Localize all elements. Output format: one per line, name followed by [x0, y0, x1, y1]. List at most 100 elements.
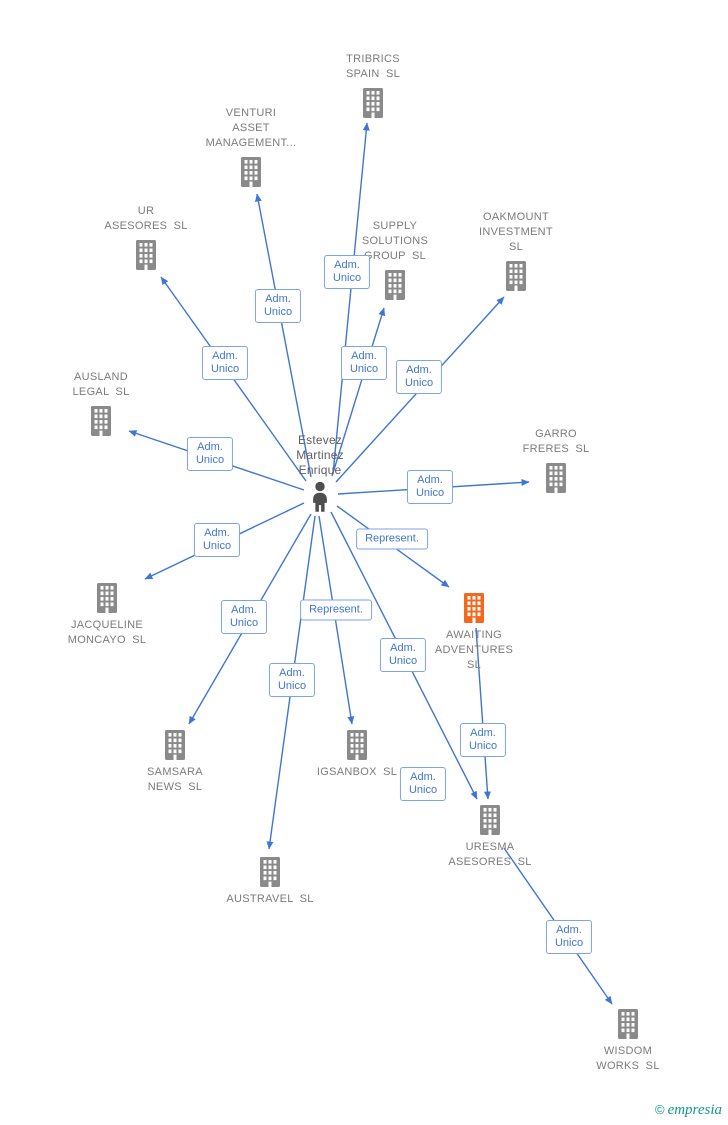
company-node-oakmount-investment-sl[interactable]	[503, 261, 530, 291]
company-label-line: TRIBRICS	[346, 53, 400, 65]
relationship-badge-adm-unico-1: Adm.Unico	[399, 767, 447, 801]
relationship-badge-adm-unico: Adm.Unico	[220, 600, 268, 634]
person-name-line: Martinez	[296, 448, 344, 462]
company-node-garro-freres-sl[interactable]	[543, 463, 570, 493]
company-node-jacqueline-moncayo-sl[interactable]	[94, 583, 121, 613]
relationship-badge-adm-unico: Adm.Unico	[186, 437, 234, 471]
badge-label-line: Adm.	[351, 350, 377, 362]
building-icon	[506, 261, 526, 291]
person-node-estevez-martinez-enrique[interactable]	[307, 481, 334, 513]
badge-label-line: Adm.	[406, 364, 432, 376]
company-label-awaiting-adventures-sl[interactable]: AWAITING ADVENTURES SL	[435, 628, 513, 673]
badge-label-line: Adm.	[231, 604, 257, 616]
company-label-line: URESMA	[465, 841, 515, 853]
badge-label-line: Represent.	[365, 532, 419, 545]
badge-label-line: Adm.	[390, 642, 416, 654]
badge-label-line: Unico	[554, 937, 584, 949]
company-label-line: VENTURI	[225, 107, 277, 119]
badge-label-line: Unico	[349, 363, 379, 375]
building-icon	[546, 463, 566, 493]
building-icon	[464, 593, 484, 623]
badge-label-line: Adm.	[265, 293, 291, 305]
badge-label-line: Adm.	[417, 474, 443, 486]
relationship-badge-represent: Represent.	[356, 528, 428, 550]
relationship-badge-adm-unico: Adm.Unico	[201, 346, 249, 380]
badge-label-line: Unico	[388, 655, 418, 667]
company-label-line: MONCAYO SL	[67, 634, 147, 646]
relationship-badge-adm-unico: Adm.Unico	[545, 920, 593, 954]
building-icon	[241, 157, 261, 187]
badge-label-line: Adm.	[212, 350, 238, 362]
building-icon	[618, 1009, 638, 1039]
building-icon	[91, 406, 111, 436]
company-label-line: ASESORES SL	[448, 856, 532, 868]
company-label-line: ASSET	[232, 122, 270, 134]
building-icon	[480, 805, 500, 835]
company-node-samsara-news-sl[interactable]	[162, 730, 189, 760]
company-node-supply-solutions-group-sl[interactable]	[382, 270, 409, 300]
relationship-badge-adm-unico: Adm.Unico	[268, 663, 316, 697]
company-label-austravel-sl[interactable]: AUSTRAVEL SL	[226, 892, 313, 907]
badge-label-line: Represent.	[309, 603, 363, 616]
company-label-line: GROUP SL	[363, 250, 427, 262]
company-label-line: IGSANBOX SL	[316, 766, 398, 778]
company-label-uresma-asesores-sl[interactable]: URESMA ASESORES SL	[448, 840, 531, 870]
badge-label-line: Unico	[210, 363, 240, 375]
badge-label-line: Unico	[277, 680, 307, 692]
company-node-venturi-asset-management[interactable]	[238, 157, 265, 187]
company-node-austravel-sl[interactable]	[257, 857, 284, 887]
badge-label-line: Unico	[263, 306, 293, 318]
company-label-line: SL	[466, 659, 482, 671]
building-icon	[260, 857, 280, 887]
building-icon	[136, 240, 156, 270]
relationship-badge-adm-unico: Adm.Unico	[193, 523, 241, 557]
building-icon	[363, 88, 383, 118]
badge-label-line: Unico	[415, 487, 445, 499]
badge-label-line: Adm.	[556, 924, 582, 936]
building-icon	[97, 583, 117, 613]
relationship-badge-adm-unico: Adm.Unico	[459, 723, 507, 757]
badge-label-line: Adm.	[197, 441, 223, 453]
person-name-line: Estevez	[297, 433, 343, 447]
badge-label-line: Unico	[332, 272, 362, 284]
company-label-line: SAMSARA	[147, 766, 203, 778]
building-icon	[385, 270, 405, 300]
company-node-tribrics-spain-sl[interactable]	[360, 88, 387, 118]
brand-logo-text[interactable]: empresia	[667, 1102, 722, 1118]
relationship-badge-adm-unico: Adm.Unico	[379, 638, 427, 672]
company-label-tribrics-spain-sl[interactable]: TRIBRICS SPAIN SL	[346, 52, 400, 82]
company-node-uresma-asesores-sl[interactable]	[477, 805, 504, 835]
company-label-igsanbox-sl[interactable]: IGSANBOX SL	[317, 765, 397, 780]
company-label-line: JACQUELINE	[70, 619, 144, 631]
badge-label-line: Adm.	[470, 727, 496, 739]
watermark[interactable]: ©empresia	[655, 1102, 722, 1118]
company-label-line: ADVENTURES	[434, 644, 514, 656]
badge-label-line: Adm.	[334, 259, 360, 271]
company-label-line: SPAIN SL	[345, 68, 401, 80]
company-node-ausland-legal-sl[interactable]	[88, 406, 115, 436]
company-label-line: SOLUTIONS	[361, 235, 429, 247]
company-label-jacqueline-moncayo-sl[interactable]: JACQUELINE MONCAYO SL	[68, 618, 147, 648]
company-label-line: AWAITING	[446, 629, 502, 641]
copyright-symbol: ©	[654, 1102, 665, 1117]
company-label-line: WORKS SL	[596, 1060, 660, 1072]
company-label-supply-solutions-group-sl[interactable]: SUPPLY SOLUTIONS GROUP SL	[362, 219, 428, 264]
badge-label-line: Unico	[202, 540, 232, 552]
badge-label-line: Unico	[195, 454, 225, 466]
company-node-wisdom-works-sl[interactable]	[615, 1009, 642, 1039]
company-node-ur-asesores-sl[interactable]	[133, 240, 160, 270]
company-node-awaiting-adventures-sl[interactable]	[461, 593, 488, 623]
company-node-igsanbox-sl[interactable]	[344, 730, 371, 760]
company-label-line: SUPPLY	[372, 220, 418, 232]
company-label-line: AUSTRAVEL SL	[226, 893, 314, 905]
badge-label-line: Unico	[229, 617, 259, 629]
